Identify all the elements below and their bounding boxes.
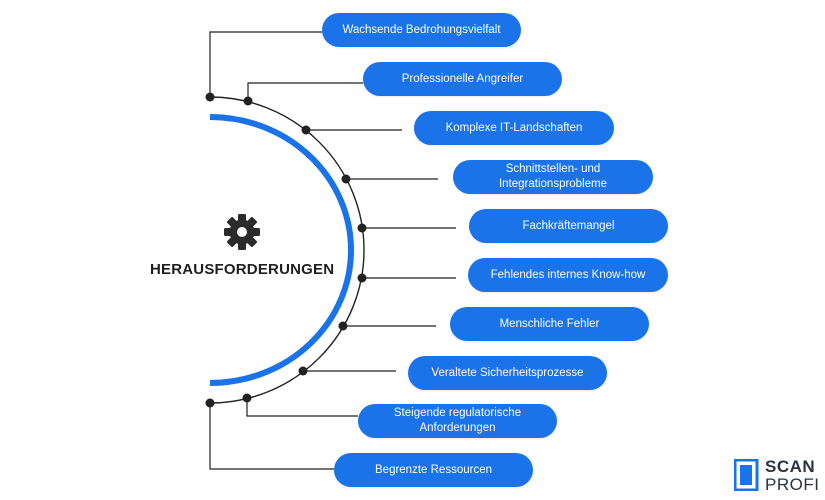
challenge-label: Schnittstellen- und Integrationsprobleme: [498, 163, 608, 190]
connector-10: [209, 403, 334, 470]
center-title: HERAUSFORDERUNGEN: [150, 261, 335, 278]
outer-arc: [209, 96, 365, 404]
arc-dot-9: [242, 393, 252, 403]
challenge-pill[interactable]: Professionelle Angreifer: [363, 62, 562, 96]
challenge-pill[interactable]: Wachsende Bedrohungsvielfalt: [322, 13, 521, 47]
logo-text-line1: SCAN: [765, 457, 816, 476]
arc-dot-4: [341, 174, 351, 184]
challenge-pill[interactable]: Schnittstellen- und Integrationsprobleme: [453, 160, 653, 194]
challenge-pill[interactable]: Begrenzte Ressourcen: [334, 453, 533, 487]
arc-dot-6: [357, 273, 367, 283]
arc-dot-2: [243, 96, 253, 106]
challenge-pill[interactable]: Menschliche Fehler: [450, 307, 649, 341]
arc-dot-5: [357, 223, 367, 233]
challenge-pill[interactable]: Komplexe IT-Landschaften: [414, 111, 614, 145]
challenge-label: Steigende regulatorische Anforderungen: [393, 407, 522, 434]
challenge-pill[interactable]: Steigende regulatorische Anforderungen: [358, 404, 557, 438]
connector-1: [209, 31, 322, 97]
connector-9: [246, 398, 358, 417]
logo-text-line2: PROFI: [765, 475, 820, 494]
accent-arc: [209, 114, 354, 386]
arc-dot-8: [298, 366, 308, 376]
arc-dot-3: [301, 125, 311, 135]
challenge-label: Professionelle Angreifer: [401, 72, 524, 85]
arc-dot-7: [338, 321, 348, 331]
arc-dot-10: [205, 398, 215, 408]
challenge-label: Fehlendes internes Know-how: [490, 268, 646, 281]
challenge-pill[interactable]: Fehlendes internes Know-how: [468, 258, 668, 292]
logo-mark-icon: [734, 459, 759, 491]
challenge-label: Wachsende Bedrohungsvielfalt: [342, 23, 501, 36]
arc-dot-1: [205, 92, 215, 102]
brand-logo: SCAN PROFI: [734, 457, 825, 495]
challenge-label: Menschliche Fehler: [499, 317, 600, 330]
connector-2: [247, 82, 363, 101]
challenge-label: Veraltete Sicherheitsprozesse: [431, 366, 584, 379]
challenge-label: Begrenzte Ressourcen: [375, 463, 492, 476]
challenge-pill[interactable]: Fachkräftemangel: [469, 209, 668, 243]
gear-icon: [222, 212, 262, 252]
challenge-label: Fachkräftemangel: [522, 219, 615, 232]
challenge-label: Komplexe IT-Landschaften: [445, 121, 583, 134]
challenge-pill[interactable]: Veraltete Sicherheitsprozesse: [408, 356, 607, 390]
